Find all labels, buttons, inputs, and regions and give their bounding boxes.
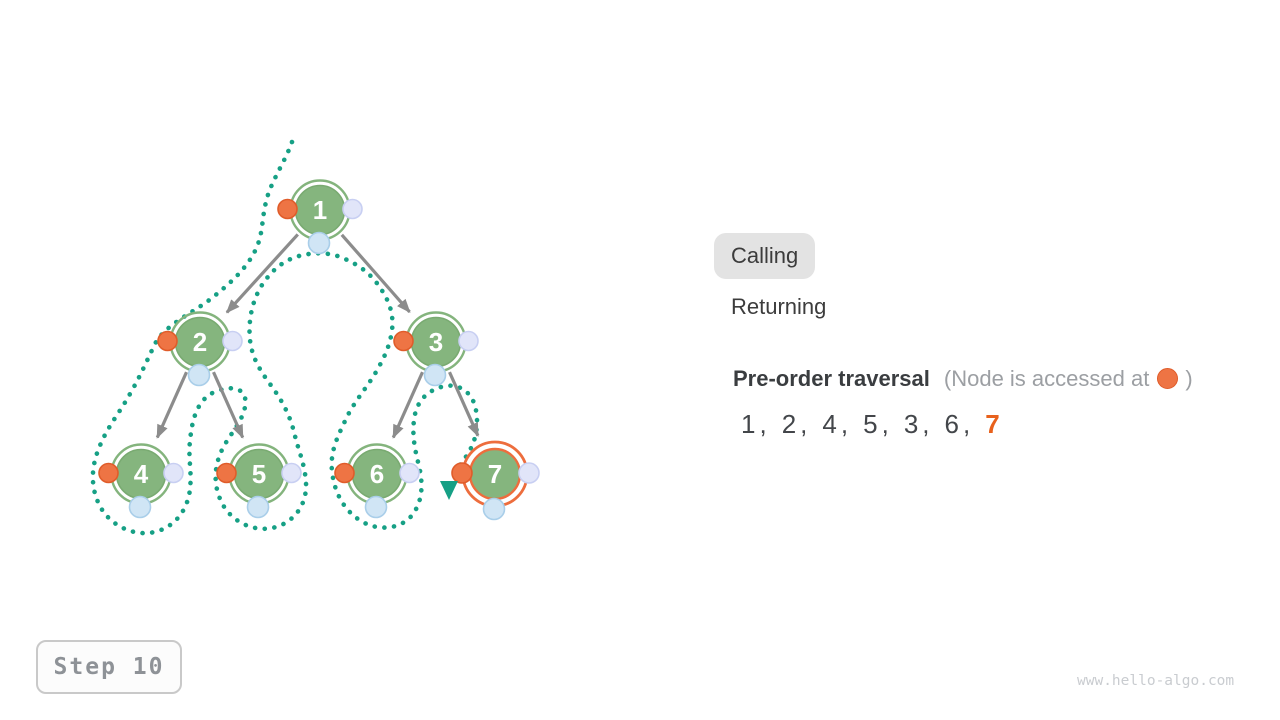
preorder-access-dot	[277, 198, 298, 220]
legend-calling[interactable]: Calling	[714, 233, 816, 279]
inorder-dot	[423, 363, 447, 387]
inorder-dot	[246, 495, 270, 519]
node-label: 3	[429, 327, 443, 357]
inorder-dot	[128, 495, 152, 519]
tree-diagram: 1 2 3 4 5	[90, 139, 540, 536]
preorder-access-dot	[334, 462, 355, 484]
step-indicator: Step 10	[36, 640, 182, 694]
sequence-item: 3	[903, 409, 919, 439]
edge-1-3	[340, 233, 411, 313]
tree-node-3: 3	[393, 311, 479, 387]
sequence-item: 5	[863, 409, 878, 439]
sequence-item: 4	[822, 409, 837, 439]
tree-node-7: 7	[451, 440, 540, 521]
tree-node-6: 6	[334, 443, 420, 519]
node-label: 5	[252, 459, 266, 489]
preorder-access-dot	[393, 330, 414, 352]
edge-2-4	[155, 371, 188, 439]
traversal-note-suffix: )	[1185, 366, 1193, 391]
inorder-dot	[307, 231, 331, 255]
postorder-dot	[342, 198, 363, 220]
edge-1-2	[225, 233, 299, 314]
edge-3-6	[391, 371, 424, 439]
traversal-title: Pre-order traversal	[733, 366, 930, 391]
tree-edges	[155, 233, 480, 439]
sequence-item: 1	[741, 409, 756, 439]
edge-3-7	[448, 371, 480, 437]
traversal-title-row: Pre-order traversal (Node is accessed at)	[733, 366, 1193, 392]
inorder-dot	[482, 497, 506, 521]
edge-2-5	[212, 371, 245, 439]
sequence-item: 2	[781, 409, 797, 439]
inorder-dot	[364, 495, 388, 519]
step-label: Step 10	[53, 654, 165, 680]
preorder-access-dot	[451, 462, 473, 484]
tree-node-4: 4	[98, 443, 184, 519]
sequence-item-current: 7	[985, 409, 1000, 439]
postorder-dot	[163, 462, 184, 484]
preorder-access-dot	[157, 330, 178, 352]
traversal-path	[90, 139, 480, 536]
legend-returning[interactable]: Returning	[731, 294, 827, 319]
current-position-cursor	[440, 481, 458, 500]
traversal-sequence: 1, 2, 4, 5, 3, 6, 7	[741, 409, 1000, 439]
node-label: 7	[488, 459, 502, 489]
postorder-dot	[518, 462, 540, 484]
postorder-dot	[399, 462, 420, 484]
inorder-dot	[187, 363, 211, 387]
preorder-access-dot	[216, 462, 237, 484]
accessed-marker-dot-icon	[1157, 368, 1179, 389]
watermark: www.hello-algo.com	[1077, 673, 1235, 689]
node-label: 1	[313, 195, 327, 225]
node-label: 2	[193, 327, 207, 357]
postorder-dot	[281, 462, 302, 484]
node-label: 6	[370, 459, 384, 489]
tree-node-2: 2	[157, 311, 243, 387]
tree-node-1: 1	[277, 179, 363, 255]
preorder-access-dot	[98, 462, 119, 484]
sequence-item: 6	[944, 409, 959, 439]
tree-node-5: 5	[216, 443, 302, 519]
postorder-dot	[458, 330, 479, 352]
traversal-note-prefix: (Node is accessed at	[943, 366, 1150, 391]
node-label: 4	[134, 459, 149, 489]
postorder-dot	[222, 330, 243, 352]
